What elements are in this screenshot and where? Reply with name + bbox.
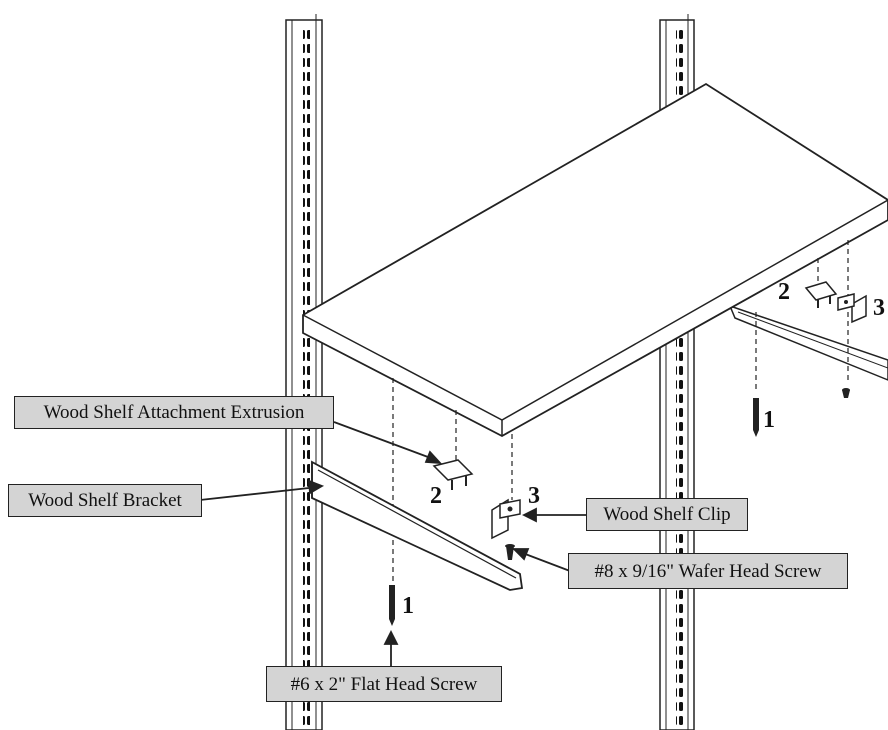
callout-number-1-left: 1	[402, 593, 414, 619]
shelf-clip-right	[837, 293, 867, 398]
callout-leaders	[199, 421, 586, 666]
shelf-clip-left	[491, 498, 521, 560]
callout-number-1-right: 1	[763, 407, 775, 433]
wood-shelf	[302, 82, 888, 438]
attachment-extrusion-left	[432, 459, 474, 490]
label-shelf-bracket: Wood Shelf Bracket	[8, 484, 202, 517]
attachment-extrusion-right	[804, 281, 838, 308]
flat-head-screw-left	[389, 585, 395, 626]
callout-number-2-left: 2	[430, 483, 442, 509]
callout-number-3-left: 3	[528, 483, 540, 509]
label-attachment-extrusion: Wood Shelf Attachment Extrusion	[14, 396, 334, 429]
callout-number-3-right: 3	[873, 295, 885, 321]
label-wafer-head-screw: #8 x 9/16" Wafer Head Screw	[568, 553, 848, 589]
left-wall-standard	[285, 14, 323, 730]
flat-head-screw-right	[753, 398, 759, 437]
label-shelf-clip: Wood Shelf Clip	[586, 498, 748, 531]
callout-number-2-right: 2	[778, 279, 790, 305]
left-shelf-bracket	[311, 460, 524, 591]
alignment-guides	[392, 240, 849, 585]
label-flat-head-screw: #6 x 2" Flat Head Screw	[266, 666, 502, 702]
